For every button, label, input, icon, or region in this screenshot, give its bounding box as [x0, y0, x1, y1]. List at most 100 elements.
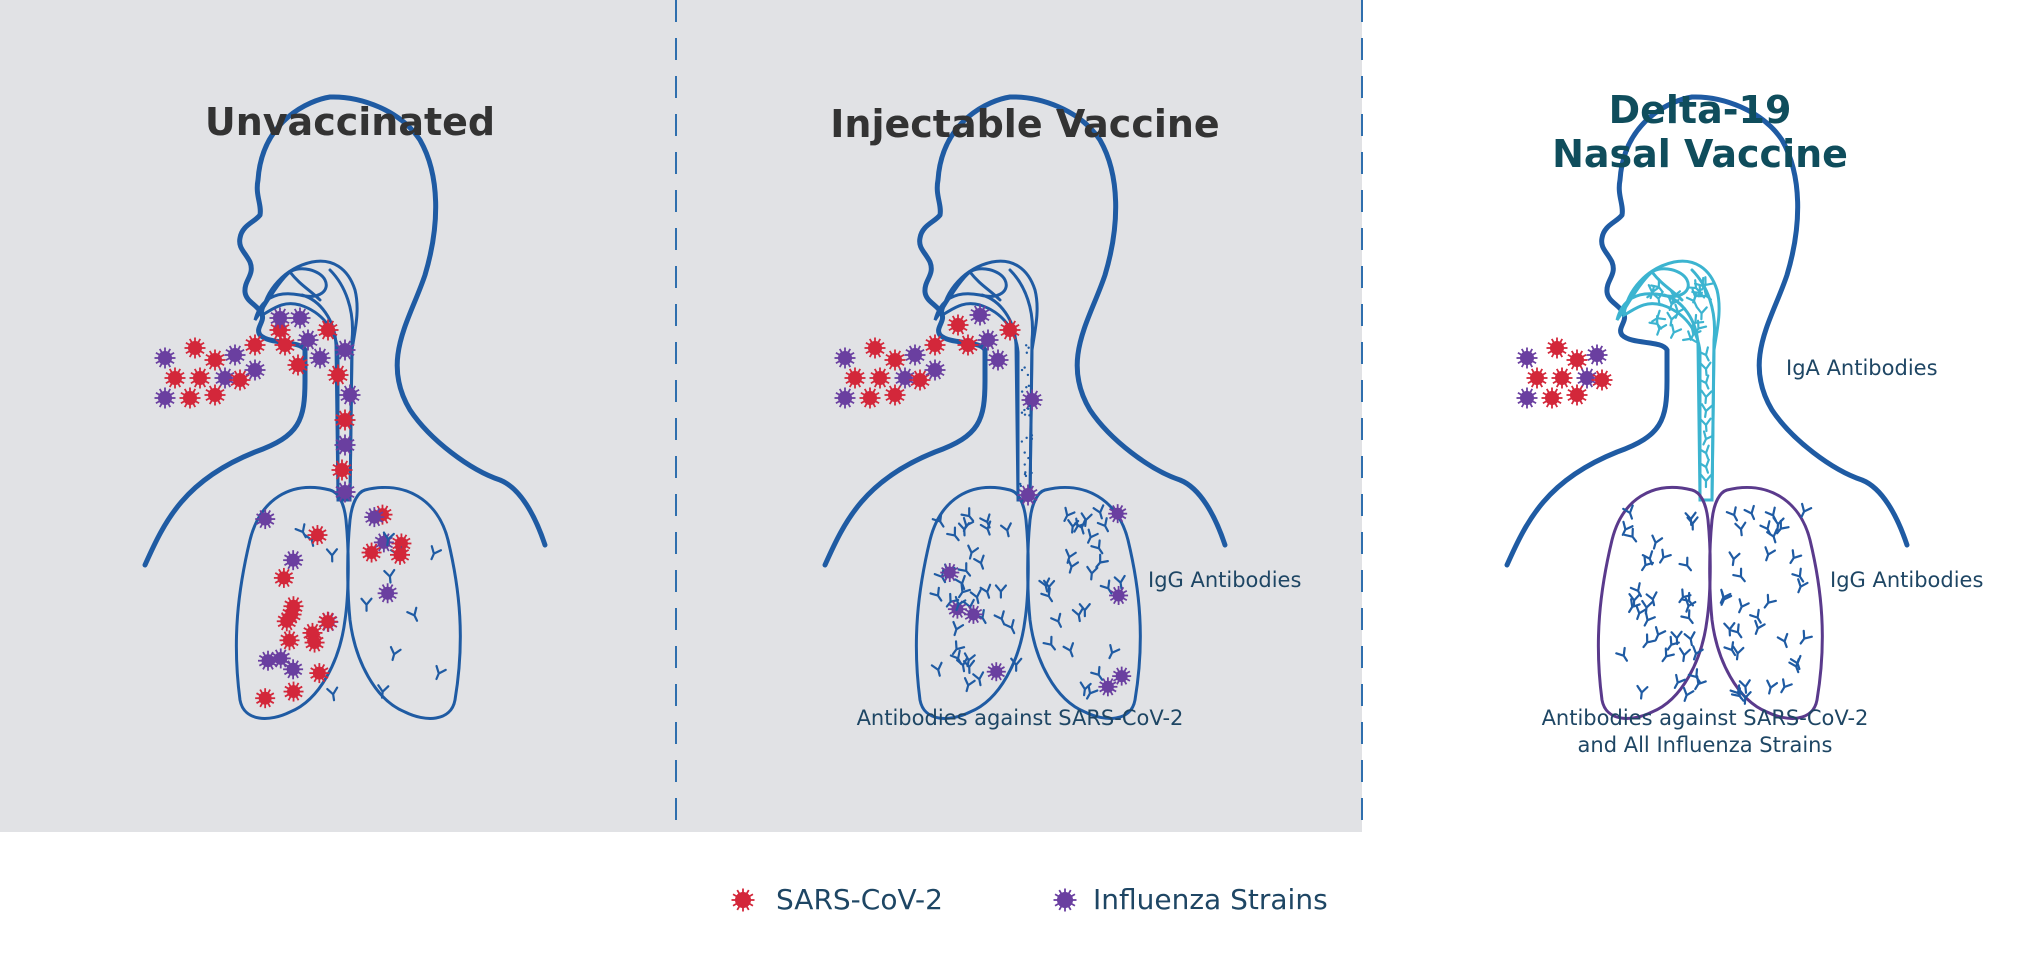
antibody-glyph: [929, 586, 943, 602]
iga-antibody-glyph: [1699, 473, 1713, 489]
virus-particle: [224, 344, 246, 366]
airway-dot: [1030, 437, 1034, 441]
antibody-glyph: [1659, 548, 1672, 564]
antibody-glyph: [1678, 556, 1693, 572]
virus-particle: [377, 583, 398, 604]
antibody-glyph: [1090, 665, 1104, 681]
antibody-glyph: [1719, 588, 1732, 604]
panel-title-unvaccinated: Unvaccinated: [204, 100, 496, 144]
antibody-glyph: [1670, 630, 1683, 646]
airway-dot: [1028, 414, 1031, 417]
iga-antibody-glyph: [1698, 444, 1710, 460]
antibody-glyph: [1743, 504, 1756, 521]
virus-particle: [986, 662, 1006, 682]
antibody-glyph: [957, 562, 972, 577]
virus-particle: [987, 349, 1009, 371]
antibody-glyph: [1791, 567, 1805, 583]
antibody-glyph: [1739, 690, 1752, 705]
antibody-glyph: [1730, 687, 1745, 702]
antibody-glyph: [1754, 619, 1766, 635]
virus-particle: [969, 304, 991, 326]
antibody-glyph: [1108, 644, 1121, 660]
virus-particle: [904, 344, 926, 366]
antibody-glyph: [1686, 516, 1699, 531]
antibody-glyph: [1766, 679, 1779, 695]
antibody-glyph: [960, 507, 975, 522]
antibody-glyph: [1673, 673, 1687, 689]
iga-antibody-glyph: [1669, 288, 1682, 304]
antibody-glyph: [430, 545, 443, 561]
airway-dot: [1025, 351, 1029, 354]
airway-dot: [1023, 472, 1027, 476]
virus-cluster-injectable: [834, 304, 1132, 700]
virus-particle: [390, 544, 411, 565]
virus-particle: [283, 659, 304, 680]
airway-dot: [1025, 386, 1028, 389]
airway-dot: [1023, 451, 1026, 454]
iga-antibody-glyph: [1699, 417, 1712, 433]
virus-particle: [274, 334, 296, 356]
iga-antibody-glyph: [1646, 284, 1662, 299]
virus-particle: [1017, 484, 1039, 506]
airway-dot: [1023, 408, 1026, 412]
antibody-glyph: [1732, 567, 1746, 583]
virus-particle: [894, 367, 916, 389]
virus-particle: [1098, 677, 1118, 697]
virus-particle: [307, 525, 328, 546]
antibody-glyph: [406, 606, 419, 622]
antibody-glyph: [1090, 539, 1104, 555]
virus-particle: [258, 650, 279, 671]
virus-particle: [1586, 344, 1608, 366]
virus-particle: [244, 359, 266, 381]
airway-dot: [1023, 413, 1027, 416]
virus-particle: [1546, 337, 1568, 359]
iga-antibody-glyph: [1697, 374, 1710, 390]
virus-particle: [391, 533, 412, 554]
airway-dot: [1020, 411, 1024, 414]
head-outline: [822, 94, 1228, 568]
iga-antibody-glyph: [1674, 303, 1686, 319]
airway-dot: [1025, 436, 1028, 440]
iga-antibody-glyph: [1682, 330, 1698, 343]
antibody-glyph: [1079, 681, 1092, 697]
virus-particle: [924, 359, 946, 381]
virus-particle: [297, 329, 319, 351]
nasal-cavity: [260, 259, 359, 502]
right-lung: [346, 485, 462, 720]
antibody-glyph: [993, 610, 1006, 626]
figure-injectable: [822, 94, 1228, 720]
head-outline: [142, 94, 548, 568]
virus-particle: [309, 347, 331, 369]
antibody-glyph: [1099, 579, 1113, 595]
virus-particle: [164, 367, 186, 389]
antibody-glyph: [1615, 646, 1629, 662]
iga-antibody-glyph: [1685, 292, 1698, 308]
iga-antibody-glyph: [1691, 284, 1706, 299]
airway-dot: [1027, 346, 1030, 349]
antibody-glyph: [1086, 528, 1099, 544]
iga-antibody-glyph: [1700, 403, 1713, 419]
antibody-glyph: [1763, 593, 1777, 609]
virus-particle: [999, 319, 1021, 341]
virus-particle: [924, 334, 946, 356]
antibody-glyph: [1738, 679, 1751, 694]
airway-dot: [1024, 344, 1028, 347]
virus-particle: [287, 354, 309, 376]
antibody-glyph: [1621, 520, 1634, 536]
antibody-glyph: [1723, 641, 1737, 657]
antibody-glyph: [954, 595, 967, 612]
antibody-glyph: [1645, 591, 1658, 607]
antibody-glyph: [1732, 645, 1745, 661]
antibody-glyph: [1738, 598, 1750, 614]
antibody-glyph: [1654, 626, 1667, 642]
virus-particle: [1551, 367, 1573, 389]
antibody-glyph: [949, 649, 963, 665]
airway-dot: [1019, 484, 1023, 488]
virus-particle: [289, 307, 311, 329]
virus-particle: [255, 688, 276, 709]
antibody-glyph: [1010, 657, 1023, 672]
virus-particle: [279, 630, 300, 651]
virus-particle: [244, 334, 266, 356]
airway-dot: [1019, 482, 1022, 486]
iga-label-nasal: IgA Antibodies: [1786, 356, 1938, 380]
